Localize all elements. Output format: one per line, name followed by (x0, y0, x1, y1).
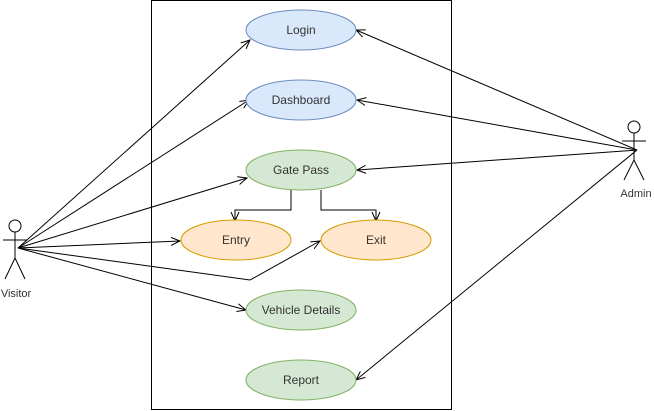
association-admin-dashboard (357, 100, 638, 151)
association-visitor-login (17, 40, 250, 249)
association-admin-gate-pass (357, 149, 638, 170)
dashboard-ellipse (245, 79, 357, 121)
actor-visitor: Visitor (1, 219, 32, 300)
use-case-report[interactable]: Report (245, 359, 357, 401)
entry-ellipse (180, 219, 292, 261)
use-case-entry[interactable]: Entry (180, 219, 292, 261)
visitor-left-leg (4, 257, 16, 280)
visitor-label: Visitor (1, 288, 32, 300)
gate-pass-to-exit-connector (320, 190, 376, 221)
use-case-exit[interactable]: Exit (320, 219, 432, 261)
exit-ellipse (320, 219, 432, 261)
association-visitor-dashboard (17, 100, 249, 249)
use-case-login[interactable]: Login (245, 9, 357, 51)
association-admin-login (356, 30, 638, 151)
association-visitor-exit (17, 241, 320, 281)
login-label: Login (286, 23, 315, 37)
report-ellipse (245, 359, 357, 401)
vehicle-details-label: Vehicle Details (262, 303, 341, 317)
system-boundary (151, 0, 452, 410)
association-visitor-gate-pass (17, 178, 247, 249)
admin-head (627, 120, 641, 134)
gate-pass-ellipse (245, 149, 357, 191)
visitor-head (8, 219, 22, 233)
vehicle-details-ellipse (245, 289, 357, 331)
report-label: Report (283, 373, 320, 387)
association-visitor-vehicle-details (17, 247, 246, 310)
use-case-gate-pass[interactable]: Gate Pass (245, 149, 357, 191)
gate-pass-label: Gate Pass (273, 163, 329, 177)
visitor-right-leg (14, 257, 26, 280)
entry-label: Entry (222, 233, 250, 247)
association-visitor-entry (17, 241, 180, 249)
use-case-dashboard[interactable]: Dashboard (245, 79, 357, 121)
actor-admin: Admin (620, 120, 652, 200)
login-ellipse (245, 9, 357, 51)
use-case-vehicle-details[interactable]: Vehicle Details (245, 289, 357, 331)
admin-label: Admin (620, 188, 651, 200)
association-admin-report (356, 149, 638, 380)
gate-pass-to-entry-connector (235, 190, 292, 221)
admin-right-leg (633, 159, 645, 181)
admin-left-leg (623, 159, 635, 181)
dashboard-label: Dashboard (272, 93, 331, 107)
exit-label: Exit (366, 233, 387, 247)
